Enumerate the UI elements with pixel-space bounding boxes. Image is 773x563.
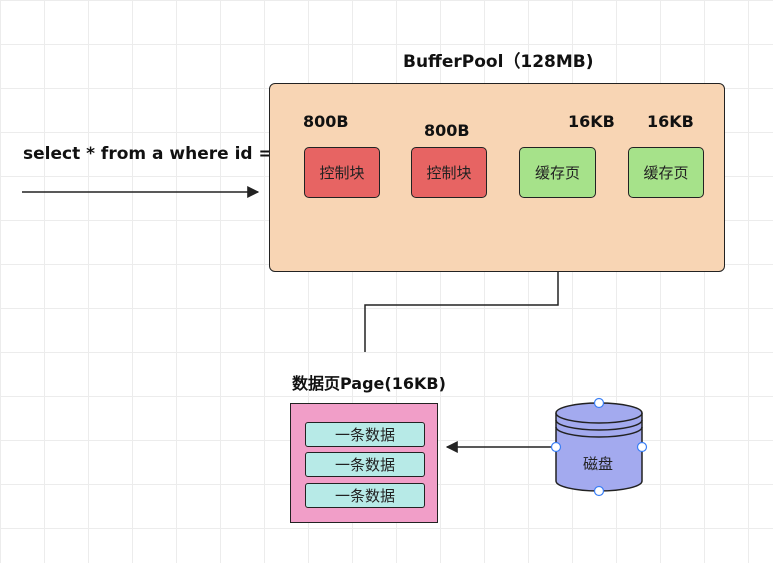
query-text: select * from a where id =1 — [23, 144, 285, 164]
data-row: 一条数据 — [305, 452, 425, 477]
data-row: 一条数据 — [305, 422, 425, 447]
cache-page: 缓存页 — [519, 147, 596, 198]
block-size-label: 16KB — [568, 112, 615, 131]
block-size-label: 800B — [303, 112, 349, 131]
data-page-title: 数据页Page(16KB) — [292, 374, 446, 393]
data-page: 一条数据 一条数据 一条数据 — [290, 403, 438, 523]
control-block: 控制块 — [304, 147, 380, 198]
block-size-label: 800B — [424, 121, 470, 140]
buffer-pool-title: BufferPool（128MB) — [403, 52, 594, 72]
cache-page: 缓存页 — [628, 147, 704, 198]
disk-label: 磁盘 — [583, 455, 614, 473]
control-block: 控制块 — [411, 147, 487, 198]
block-size-label: 16KB — [647, 112, 694, 131]
disk-icon — [550, 397, 648, 497]
data-row: 一条数据 — [305, 483, 425, 508]
